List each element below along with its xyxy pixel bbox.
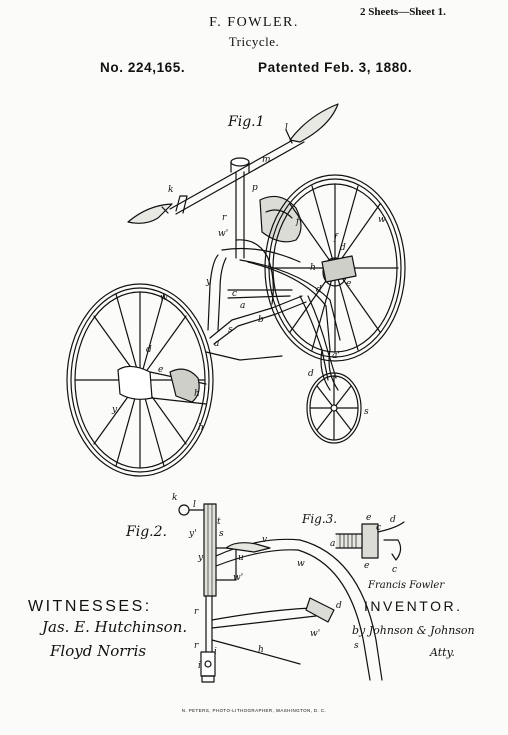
svg-text:a': a' (332, 351, 340, 361)
svg-text:d: d (336, 601, 342, 611)
svg-text:e: e (366, 513, 371, 523)
svg-text:c: c (376, 523, 381, 533)
svg-text:d: d (146, 345, 152, 355)
svg-text:p: p (252, 183, 258, 193)
svg-text:f: f (333, 233, 339, 243)
svg-text:w': w' (218, 229, 228, 239)
svg-text:s: s (228, 325, 233, 335)
svg-text:i: i (214, 647, 217, 657)
svg-text:l: l (285, 123, 288, 133)
svg-text:w: w (297, 559, 305, 569)
invention-title: Tricycle. (228, 34, 280, 49)
svg-text:y': y' (188, 529, 197, 539)
svg-text:m: m (262, 155, 271, 165)
svg-text:h: h (194, 389, 200, 399)
fig1-tricycle: lm pr kw w'y ca bs hd ed wd ey hh aa' ds… (66, 103, 406, 477)
rear-left-wheel (66, 283, 214, 477)
svg-text:b: b (258, 315, 264, 325)
printer-credit: N. PETERS, PHOTO-LITHOGRAPHER, WASHINGTO… (181, 708, 327, 713)
svg-text:y: y (197, 553, 204, 563)
witness-signature-1: Jas. E. Hutchinson. (42, 618, 188, 636)
svg-text:a: a (330, 539, 335, 549)
svg-text:a: a (214, 339, 219, 349)
inventor-heading: INVENTOR. (364, 598, 463, 614)
svg-text:v: v (262, 535, 267, 545)
svg-text:w: w (378, 215, 386, 225)
svg-text:l: l (193, 500, 196, 510)
attorney-label: Atty. (430, 646, 455, 659)
sheet-number: 2 Sheets—Sheet 1. (360, 6, 446, 18)
front-wheel (306, 349, 362, 444)
fig2-section: k l t y' s y u v w' w d w' r r i i h s (172, 493, 383, 683)
svg-text:d: d (340, 243, 346, 253)
svg-text:d: d (390, 515, 396, 525)
patent-number: No. 224,165. (100, 60, 186, 75)
fig2-reference-letters: k l t y' s y u v w' w d w' r r i i h s (172, 493, 359, 671)
svg-text:d: d (316, 285, 322, 295)
svg-text:s: s (219, 529, 224, 539)
svg-text:y: y (205, 277, 212, 287)
svg-text:h: h (198, 423, 204, 433)
svg-text:s: s (354, 641, 359, 651)
svg-text:h: h (310, 263, 316, 273)
svg-text:r: r (194, 641, 199, 651)
svg-text:t: t (217, 517, 221, 527)
svg-text:d: d (308, 369, 314, 379)
svg-text:a: a (240, 301, 245, 311)
witnesses-heading: WITNESSES: (28, 598, 152, 615)
svg-text:r: r (194, 607, 199, 617)
svg-text:s: s (364, 407, 369, 417)
svg-text:k: k (168, 185, 173, 195)
svg-text:w': w' (310, 629, 320, 639)
witness-signature-2: Floyd Norris (50, 642, 147, 660)
svg-text:w: w (160, 293, 168, 303)
svg-text:e: e (364, 561, 369, 571)
svg-text:k: k (172, 493, 177, 503)
svg-text:c: c (392, 565, 397, 575)
fig2-label: Fig.2. (126, 524, 167, 540)
attorney-by-line: by Johnson & Johnson (352, 624, 475, 637)
inventor-name: F. FOWLER. (209, 15, 299, 30)
fig1-label: Fig.1 (228, 114, 265, 130)
inventor-signature: Francis Fowler (368, 580, 445, 591)
patent-date: Patented Feb. 3, 1880. (258, 60, 413, 75)
svg-text:c: c (232, 289, 237, 299)
svg-text:e: e (158, 365, 163, 375)
svg-text:i: i (198, 661, 201, 671)
svg-text:w': w' (233, 573, 243, 583)
fig3-label: Fig.3. (302, 512, 338, 526)
svg-text:e: e (346, 279, 351, 289)
svg-text:u: u (238, 553, 244, 563)
svg-text:f: f (295, 217, 301, 227)
rear-right-wheel (264, 174, 406, 362)
svg-text:y: y (111, 405, 118, 415)
svg-text:h: h (258, 645, 264, 655)
handlebar (127, 103, 339, 224)
svg-text:r: r (222, 213, 227, 223)
fig1-reference-letters: lm pr kw w'y ca bs hd ed wd ey hh aa' ds… (111, 123, 386, 433)
